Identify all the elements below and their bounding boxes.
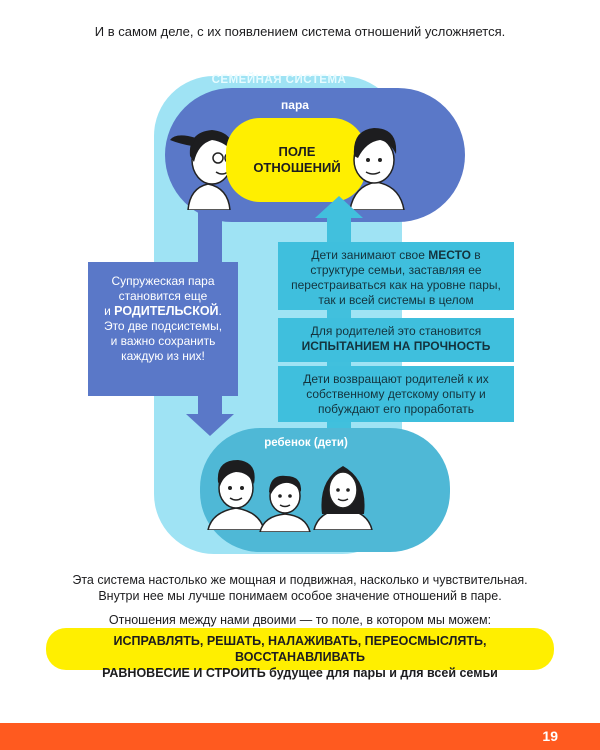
parental-note-suffix: . [218, 304, 222, 318]
family-system-title: СЕМЕЙНАЯ СИСТЕМА [211, 74, 347, 86]
parental-note-line2: становится еще [118, 289, 208, 303]
highlight-text: ИСПРАВЛЯТЬ, РЕШАТЬ, НАЛАЖИВАТЬ, ПЕРЕОСМЫ… [50, 633, 550, 681]
body-paragraph: Эта система настолько же мощная и подвиж… [40, 572, 560, 604]
parental-note-line6: каждую из них! [121, 349, 205, 363]
man-drawing-icon [340, 120, 416, 210]
parental-note-prefix: и [104, 304, 115, 318]
relationship-field-title: ПОЛЕ ОТНОШЕНИЙ [232, 144, 362, 176]
parental-note-line4: Это две подсистемы, [103, 319, 223, 333]
highlight-line1: ИСПРАВЛЯТЬ, РЕШАТЬ, НАЛАЖИВАТЬ, ПЕРЕОСМЫ… [113, 634, 487, 664]
parental-note-line3: и РОДИТЕЛЬСКОЙ. [94, 304, 232, 319]
children-label: ребенок (дети) [264, 437, 348, 449]
field-intro-text: Отношения между нами двоими — то поле, в… [108, 613, 492, 627]
woman-drawing-icon [168, 118, 246, 210]
body-line1: Эта система настолько же мощная и подвиж… [72, 573, 528, 587]
parental-note-line1: Супружеская пара [111, 274, 215, 288]
pair-label: пара [281, 98, 309, 112]
field-title-line1: ПОЛЕ [278, 144, 316, 159]
childhood-experience-note: Дети возвращают родителей к их собственн… [278, 366, 514, 422]
highlight-line2: РАВНОВЕСИЕ И СТРОИТЬ будущее для пары и … [50, 665, 550, 681]
child-drawing-icon [256, 468, 314, 532]
parental-subsystem-note: Супружеская пара становится еще и РОДИТЕ… [88, 262, 238, 396]
place-note-part2: в структуре семьи, заставляя ее перестра… [291, 248, 501, 307]
highlight-line2-rest: будущее для пары и для всей семьи [265, 666, 498, 680]
arrow-down-icon [186, 414, 234, 436]
field-title-line2: ОТНОШЕНИЙ [253, 160, 341, 175]
highlight-line2-caps: РАВНОВЕСИЕ И СТРОИТЬ [102, 666, 266, 680]
children-place-note: Дети занимают свое МЕСТО в структуре сем… [278, 242, 514, 310]
place-note-part1: Дети занимают свое [311, 248, 429, 262]
intro-text: И в самом деле, с их появлением система … [94, 24, 506, 39]
highlight-band [46, 628, 554, 670]
test-note-line1: Для родителей это становится [310, 324, 482, 338]
place-note-emphasis: МЕСТО [428, 248, 471, 262]
parental-note-emphasis: РОДИТЕЛЬСКОЙ [114, 304, 219, 318]
arrow-up-icon [315, 196, 363, 218]
parental-note-line5: и важно сохранить [110, 334, 216, 348]
body-line2: Внутри нее мы лучше понимаем особое знач… [98, 589, 502, 603]
footer-band [0, 723, 600, 750]
page-number: 19 [542, 728, 558, 744]
test-note-emphasis: ИСПЫТАНИЕМ НА ПРОЧНОСТЬ [301, 339, 491, 353]
strength-test-note: Для родителей это становится ИСПЫТАНИЕМ … [278, 318, 514, 362]
girl-drawing-icon [310, 456, 376, 530]
teen-boy-drawing-icon [204, 454, 270, 530]
relationship-field [226, 118, 366, 202]
